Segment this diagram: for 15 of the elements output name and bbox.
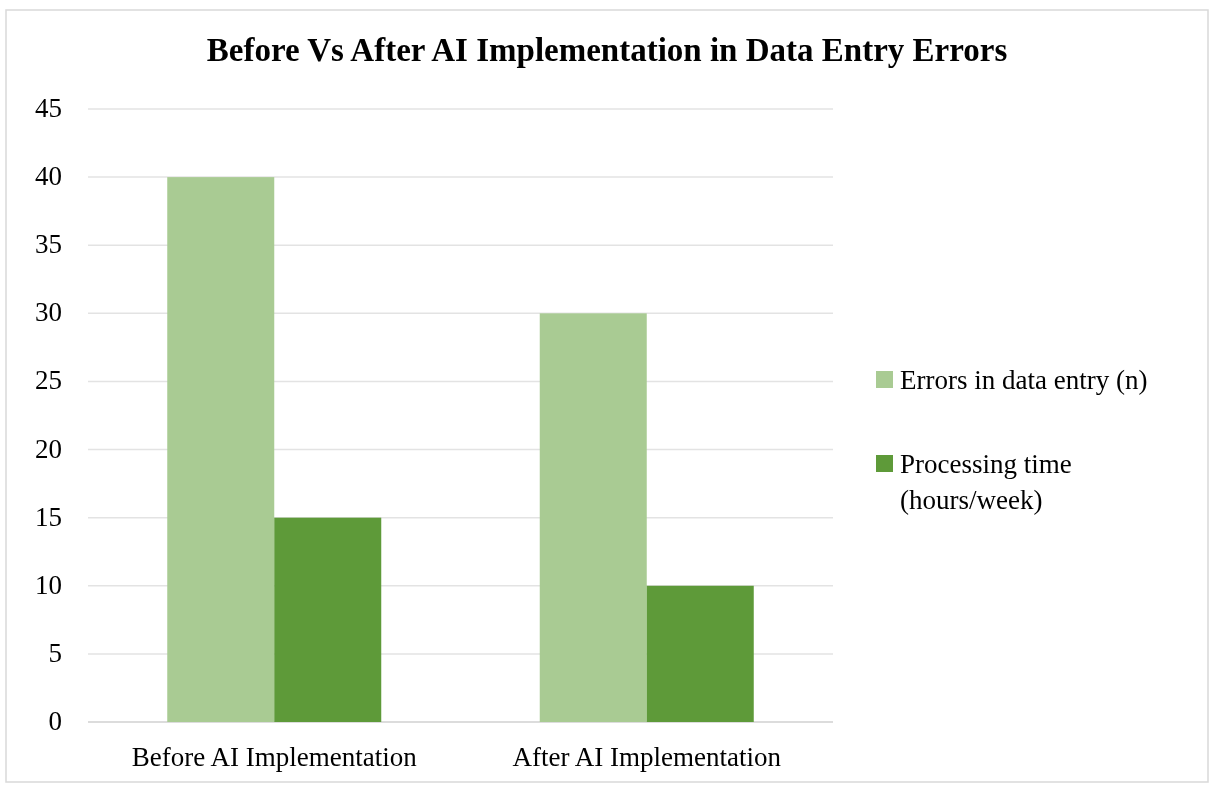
category-label: Before AI Implementation bbox=[130, 742, 418, 773]
axis-tick-label: 10 bbox=[34, 569, 62, 601]
axis-tick-label: 30 bbox=[34, 297, 62, 329]
chart-title: Before Vs After AI Implementation in Data Entry Errors bbox=[205, 32, 1009, 69]
axis-tick-label: 35 bbox=[34, 229, 62, 261]
axis-tick-label: 15 bbox=[34, 501, 62, 533]
axis-tick-label: 0 bbox=[47, 706, 62, 737]
category-label: After AI Implementation bbox=[511, 742, 782, 773]
legend-label: Processing time (hours/week) bbox=[900, 448, 1073, 517]
axis-tick-label: 5 bbox=[47, 637, 62, 669]
axis-tick-label: 40 bbox=[34, 161, 62, 193]
axis-tick-label: 20 bbox=[34, 433, 62, 465]
legend-label: Errors in data entry (n) bbox=[900, 364, 1149, 397]
axis-tick-label: 25 bbox=[34, 365, 62, 397]
axis-tick-label: 45 bbox=[34, 93, 62, 124]
